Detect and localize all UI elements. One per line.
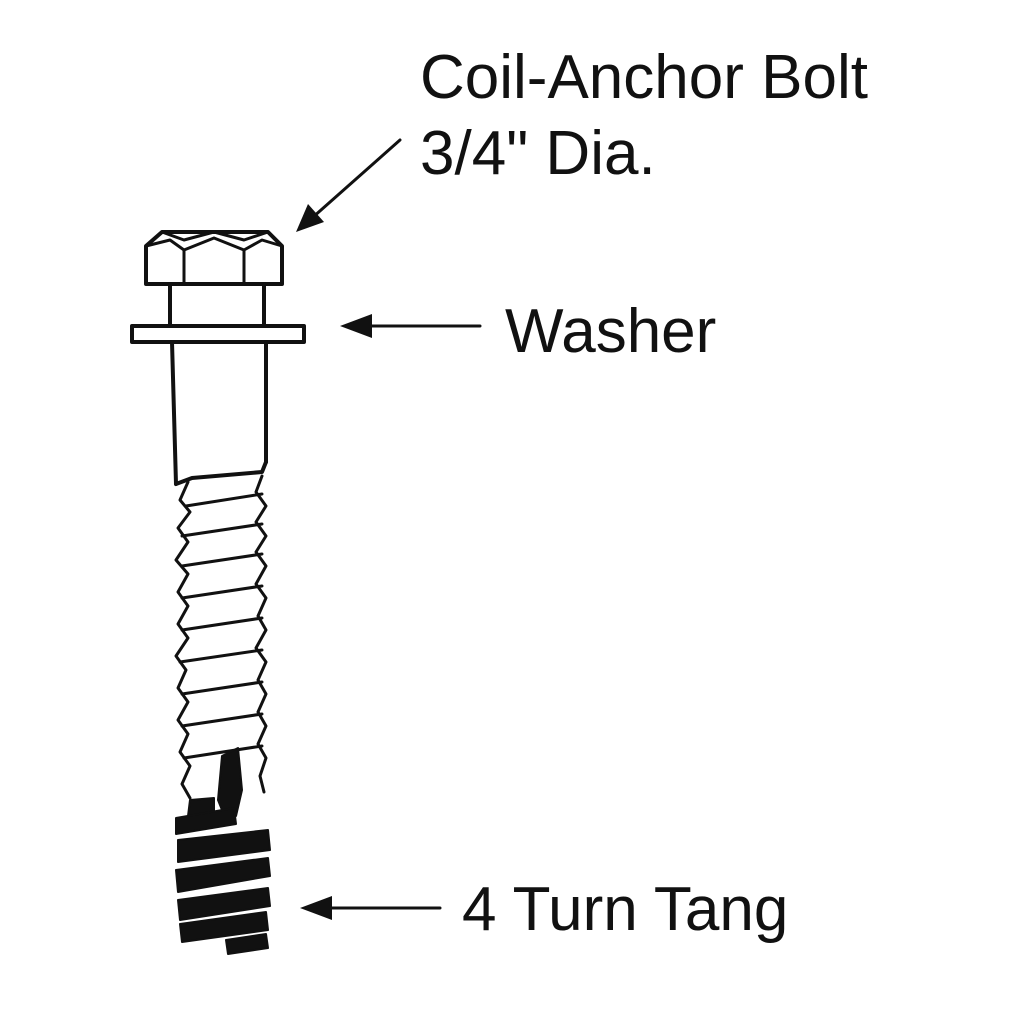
washer	[130, 324, 306, 344]
tang-label: 4 Turn Tang	[462, 875, 788, 944]
bolt-threads	[174, 474, 268, 800]
bolt-drawing	[130, 230, 306, 955]
washer-arrow	[340, 314, 482, 338]
bolt-label-line1: Coil-Anchor Bolt	[420, 43, 868, 112]
hex-head	[144, 230, 284, 286]
bolt-arrow	[296, 138, 402, 232]
washer-label: Washer	[505, 297, 716, 366]
bolt-shank	[170, 340, 268, 486]
coil-tang	[175, 747, 271, 955]
bolt-neck	[168, 282, 266, 326]
bolt-label-line2: 3/4" Dia.	[420, 119, 656, 188]
tang-arrow	[300, 896, 442, 920]
